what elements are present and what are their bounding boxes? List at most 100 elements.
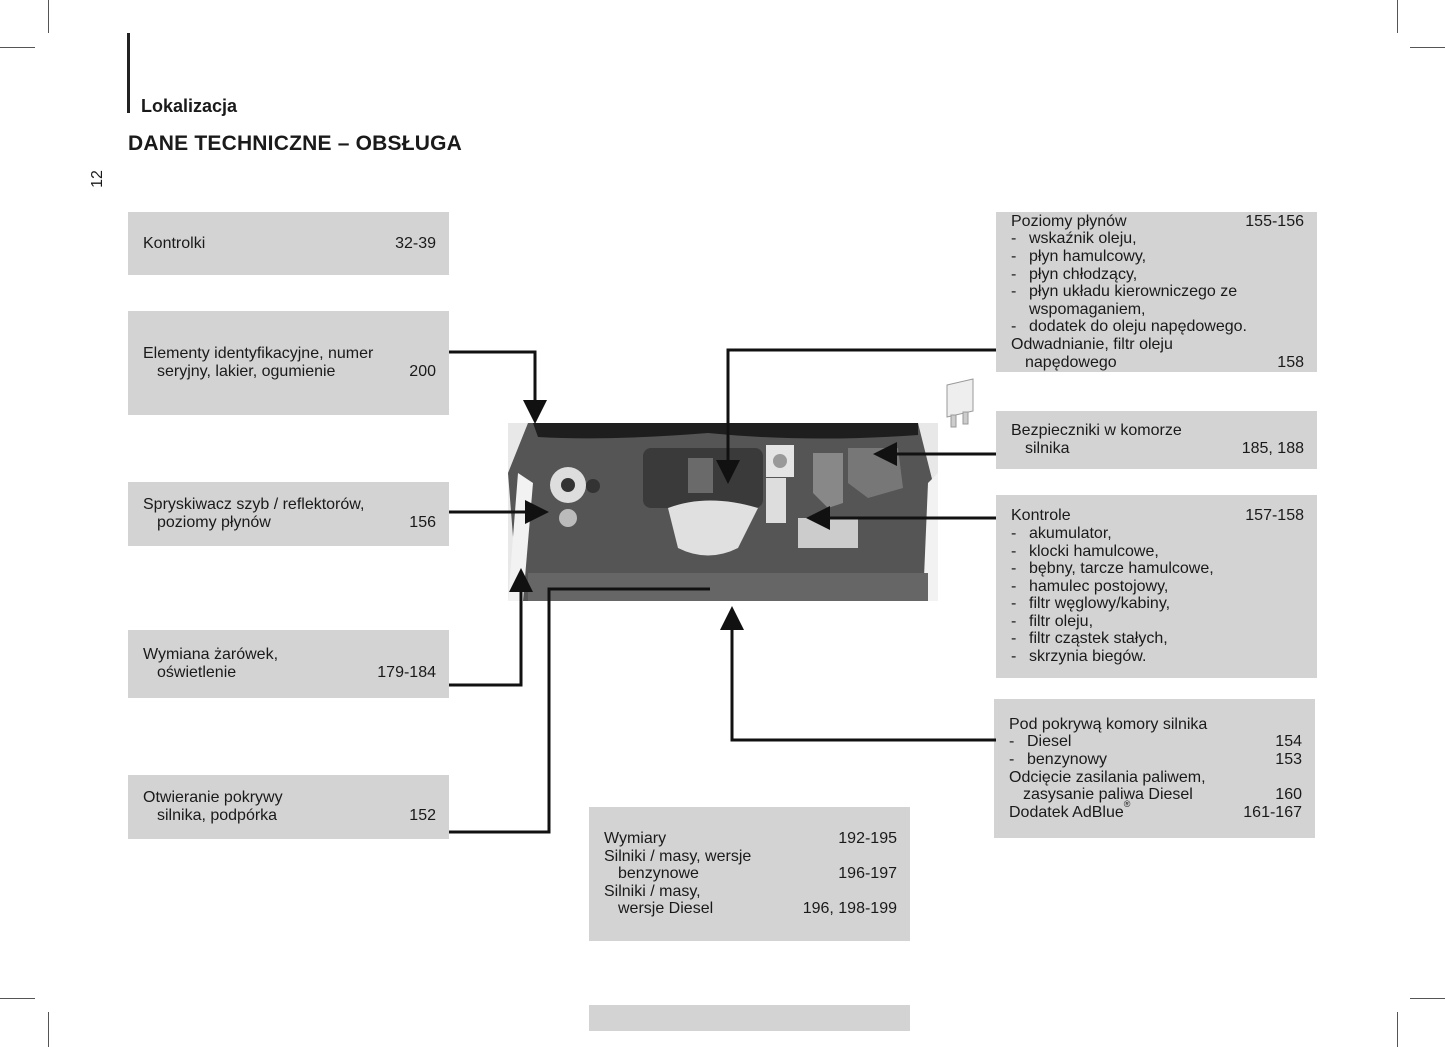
- entry-line: Bezpieczniki w komorze: [1011, 422, 1304, 440]
- entry-line: -dodatek do oleju napędowego.: [1011, 318, 1304, 336]
- crop-mark: [48, 0, 49, 33]
- page-reference: 157-158: [1245, 507, 1304, 525]
- entry-label: płyn hamulcowy,: [1029, 248, 1147, 266]
- entry-text-wrap: -akumulator,: [1011, 525, 1112, 543]
- entry-text-wrap: Odwadnianie, filtr oleju: [1011, 336, 1173, 354]
- entry-line: Wymiary 192-195: [604, 830, 897, 848]
- bullet-dash: -: [1011, 283, 1017, 301]
- crop-mark: [1410, 47, 1445, 48]
- entry-text-wrap: Spryskiwacz szyb / reflektorów,: [143, 496, 364, 514]
- bullet-dash: -: [1011, 648, 1017, 666]
- page-reference: 160: [1275, 786, 1302, 804]
- entry-label: bębny, tarcze hamulcowe,: [1029, 560, 1214, 578]
- entry-line: oświetlenie 179-184: [143, 664, 436, 682]
- entry-text-wrap: -hamulec postojowy,: [1011, 578, 1168, 596]
- entry-line: wersje Diesel 196, 198-199: [604, 900, 897, 918]
- entry-text-wrap: Silniki / masy, wersje: [604, 848, 751, 866]
- entry-line: Pod pokrywą komory silnika: [1009, 716, 1302, 734]
- bullet-dash: -: [1011, 318, 1017, 336]
- entry-line: wspomaganiem,: [1011, 301, 1304, 319]
- crop-mark: [48, 1012, 49, 1047]
- page-reference: 152: [409, 807, 436, 824]
- entry-text-wrap: -wskaźnik oleju,: [1011, 230, 1137, 248]
- entry-label: oświetlenie: [157, 664, 237, 681]
- info-box-kontrolki: Kontrolki 32-39: [128, 212, 449, 275]
- entry-line: Wymiana żarówek,: [143, 646, 436, 664]
- page-reference: 32-39: [395, 234, 436, 252]
- entry-text-wrap: -filtr węglowy/kabiny,: [1011, 595, 1170, 613]
- bullet-dash: -: [1011, 630, 1017, 648]
- crop-mark: [1397, 1012, 1398, 1047]
- entry-line: -filtr oleju,: [1011, 613, 1304, 631]
- entry-label: Silniki / masy, wersje: [604, 847, 752, 865]
- entry-text-wrap: Silniki / masy,: [604, 883, 701, 901]
- page-reference: 155-156: [1245, 212, 1304, 230]
- entry-text-wrap: seryjny, lakier, ogumienie: [143, 363, 335, 381]
- entry-text-wrap: -skrzynia biegów.: [1011, 648, 1146, 666]
- entry-text-wrap: -płyn chłodzący,: [1011, 266, 1137, 284]
- page-title: DANE TECHNICZNE – OBSŁUGA: [128, 132, 463, 155]
- entry-label: Wymiary: [604, 830, 667, 848]
- entry-line: Silniki / masy,: [604, 883, 897, 901]
- entry-text-wrap: Kontrolki: [143, 235, 205, 253]
- entry-label: seryjny, lakier, ogumienie: [157, 363, 336, 380]
- entry-text-wrap: Bezpieczniki w komorze: [1011, 422, 1182, 440]
- entry-line: Otwieranie pokrywy: [143, 789, 436, 807]
- entry-line: -klocki hamulcowe,: [1011, 543, 1304, 561]
- entry-text-wrap: poziomy płynów: [143, 514, 271, 532]
- page-reference: 156: [409, 514, 436, 531]
- bullet-dash: -: [1011, 560, 1017, 578]
- page-reference: 161-167: [1243, 803, 1302, 821]
- entry-line: -skrzynia biegów.: [1011, 648, 1304, 666]
- entry-text-wrap: -filtr cząstek stałych,: [1011, 630, 1168, 648]
- entry-text-wrap: Elementy identyfikacyjne, numer: [143, 345, 373, 363]
- page-reference: 153: [1275, 750, 1302, 768]
- entry-label: akumulator,: [1029, 524, 1112, 542]
- entry-text-wrap: Poziomy płynów: [1011, 213, 1127, 231]
- crop-mark: [0, 47, 35, 48]
- entry-label: napędowego: [1025, 353, 1117, 371]
- entry-label: poziomy płynów: [157, 514, 271, 531]
- crop-mark: [0, 998, 35, 999]
- entry-text-wrap: -klocki hamulcowe,: [1011, 543, 1159, 561]
- entry-line: -filtr cząstek stałych,: [1011, 630, 1304, 648]
- page-reference: 196, 198-199: [802, 900, 897, 918]
- bullet-dash: -: [1011, 524, 1017, 542]
- entry-label: skrzynia biegów.: [1029, 648, 1147, 666]
- entry-text-wrap: wersje Diesel: [604, 900, 713, 918]
- entry-text-wrap: Pod pokrywą komory silnika: [1009, 716, 1207, 734]
- section-label: Lokalizacja: [141, 96, 238, 116]
- entry-line: Kontrole 157-158: [1011, 507, 1304, 525]
- entry-line: Kontrolki 32-39: [143, 235, 436, 253]
- entry-line: -akumulator,: [1011, 525, 1304, 543]
- entry-line: Poziomy płynów 155-156: [1011, 213, 1304, 231]
- entry-text-wrap: oświetlenie: [143, 664, 236, 682]
- callout-elementy: [449, 350, 547, 424]
- entry-line: Dodatek AdBlue®161-167: [1009, 799, 1302, 822]
- entry-line: -płyn chłodzący,: [1011, 266, 1304, 284]
- page-reference: 179-184: [377, 664, 436, 681]
- entry-text-wrap: silnika: [1011, 440, 1069, 458]
- callout-otwieranie: [449, 587, 710, 834]
- entry-label: dodatek do oleju napędowego.: [1029, 318, 1247, 336]
- entry-text-wrap: Wymiary: [604, 830, 666, 848]
- entry-text-wrap: Kontrole: [1011, 507, 1071, 525]
- entry-label: Odcięcie zasilania paliwem,: [1009, 768, 1206, 786]
- entry-label: Wymiana żarówek,: [143, 646, 279, 664]
- entry-text-wrap: -dodatek do oleju napędowego.: [1011, 318, 1247, 336]
- page-reference: 192-195: [838, 830, 897, 848]
- bullet-dash: -: [1011, 542, 1017, 560]
- entry-text-wrap: -benzynowy: [1009, 751, 1107, 769]
- entry-label: wskaźnik oleju,: [1029, 230, 1137, 248]
- entry-label: filtr oleju,: [1029, 612, 1094, 630]
